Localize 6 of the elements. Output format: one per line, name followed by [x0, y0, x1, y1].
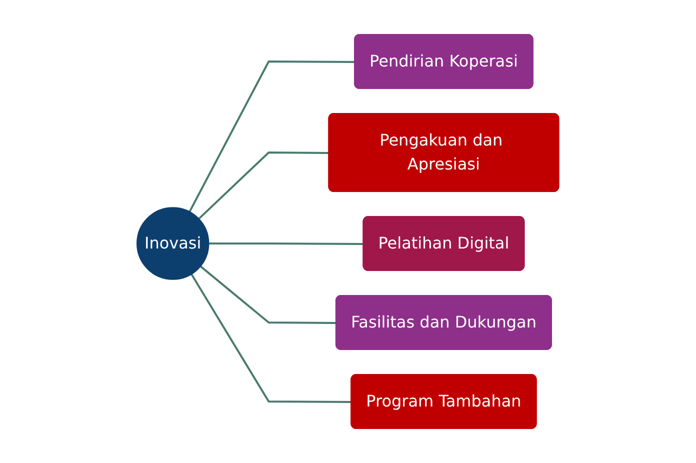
connector	[200, 266, 337, 324]
node-circle: Inovasi	[136, 207, 210, 280]
connector	[198, 152, 330, 220]
connector	[208, 242, 364, 245]
connector	[190, 274, 352, 403]
connector	[188, 60, 356, 212]
